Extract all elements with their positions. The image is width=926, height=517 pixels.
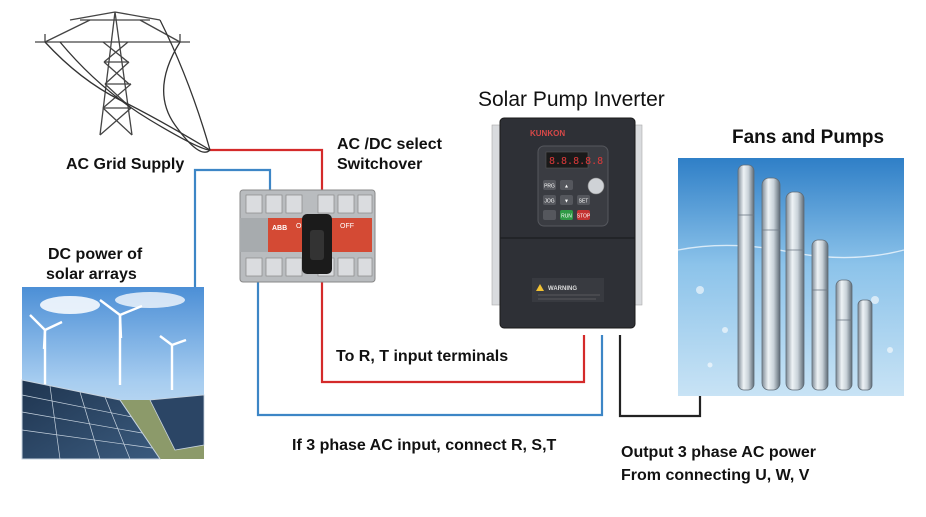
output-black-wire xyxy=(618,335,702,418)
dc-power-label-line2: solar arrays xyxy=(46,266,137,283)
transmission-tower-icon xyxy=(35,11,211,153)
output-label-line1: Output 3 phase AC power xyxy=(621,444,816,461)
output-label-line2: From connecting U, W, V xyxy=(621,467,810,484)
solar-pump-inverter-icon: KUNKON 8.8.8.8.8 PRG ▲ JOG ▼ SET RUN STOP WARN… xyxy=(491,117,643,329)
dc-blue-wire xyxy=(193,168,604,417)
inverter-keypad: PRG ▲ JOG ▼ SET RUN STOP xyxy=(543,180,591,220)
inverter-key xyxy=(543,210,556,220)
inverter-key-label: ▼ xyxy=(564,199,569,205)
switch-brand: ABB xyxy=(272,225,287,232)
rt-terminal-label: To R, T input terminals xyxy=(336,348,509,365)
three-phase-input-label: If 3 phase AC input, connect R, S,T xyxy=(292,437,557,454)
fans-and-pumps-photo xyxy=(677,158,905,396)
inverter-key-label: SET xyxy=(579,199,589,205)
ac-dc-switch-icon: ABB O OFF xyxy=(239,189,376,283)
inverter-display: 8.8.8.8.8 xyxy=(549,156,603,167)
switch-label-line2: Switchover xyxy=(337,156,423,173)
inverter-key-label: PRG xyxy=(544,184,555,190)
ac-grid-label: AC Grid Supply xyxy=(66,156,185,173)
switch-state-on: O xyxy=(296,223,302,230)
inverter-key xyxy=(560,195,573,205)
solar-array-photo xyxy=(21,287,205,460)
switch-label-line1: AC /DC select xyxy=(337,136,442,153)
inverter-title: Solar Pump Inverter xyxy=(478,88,665,111)
switch-state-off: OFF xyxy=(340,223,354,230)
inverter-key xyxy=(543,180,556,190)
inverter-key xyxy=(543,195,556,205)
inverter-key-label: RUN xyxy=(561,214,572,220)
inverter-key xyxy=(560,210,573,220)
inverter-key-label: STOP xyxy=(577,214,591,220)
inverter-key xyxy=(577,210,590,220)
inverter-brand: KUNKON xyxy=(530,129,565,138)
inverter-key-label: JOG xyxy=(544,199,554,205)
inverter-key xyxy=(577,195,590,205)
inverter-key-label: ▲ xyxy=(564,184,569,190)
ac-red-wire xyxy=(210,148,586,384)
inverter-warning: WARNING xyxy=(548,286,577,292)
inverter-key xyxy=(560,180,573,190)
fans-pumps-label: Fans and Pumps xyxy=(732,127,885,148)
dc-power-label-line1: DC power of xyxy=(48,246,143,263)
